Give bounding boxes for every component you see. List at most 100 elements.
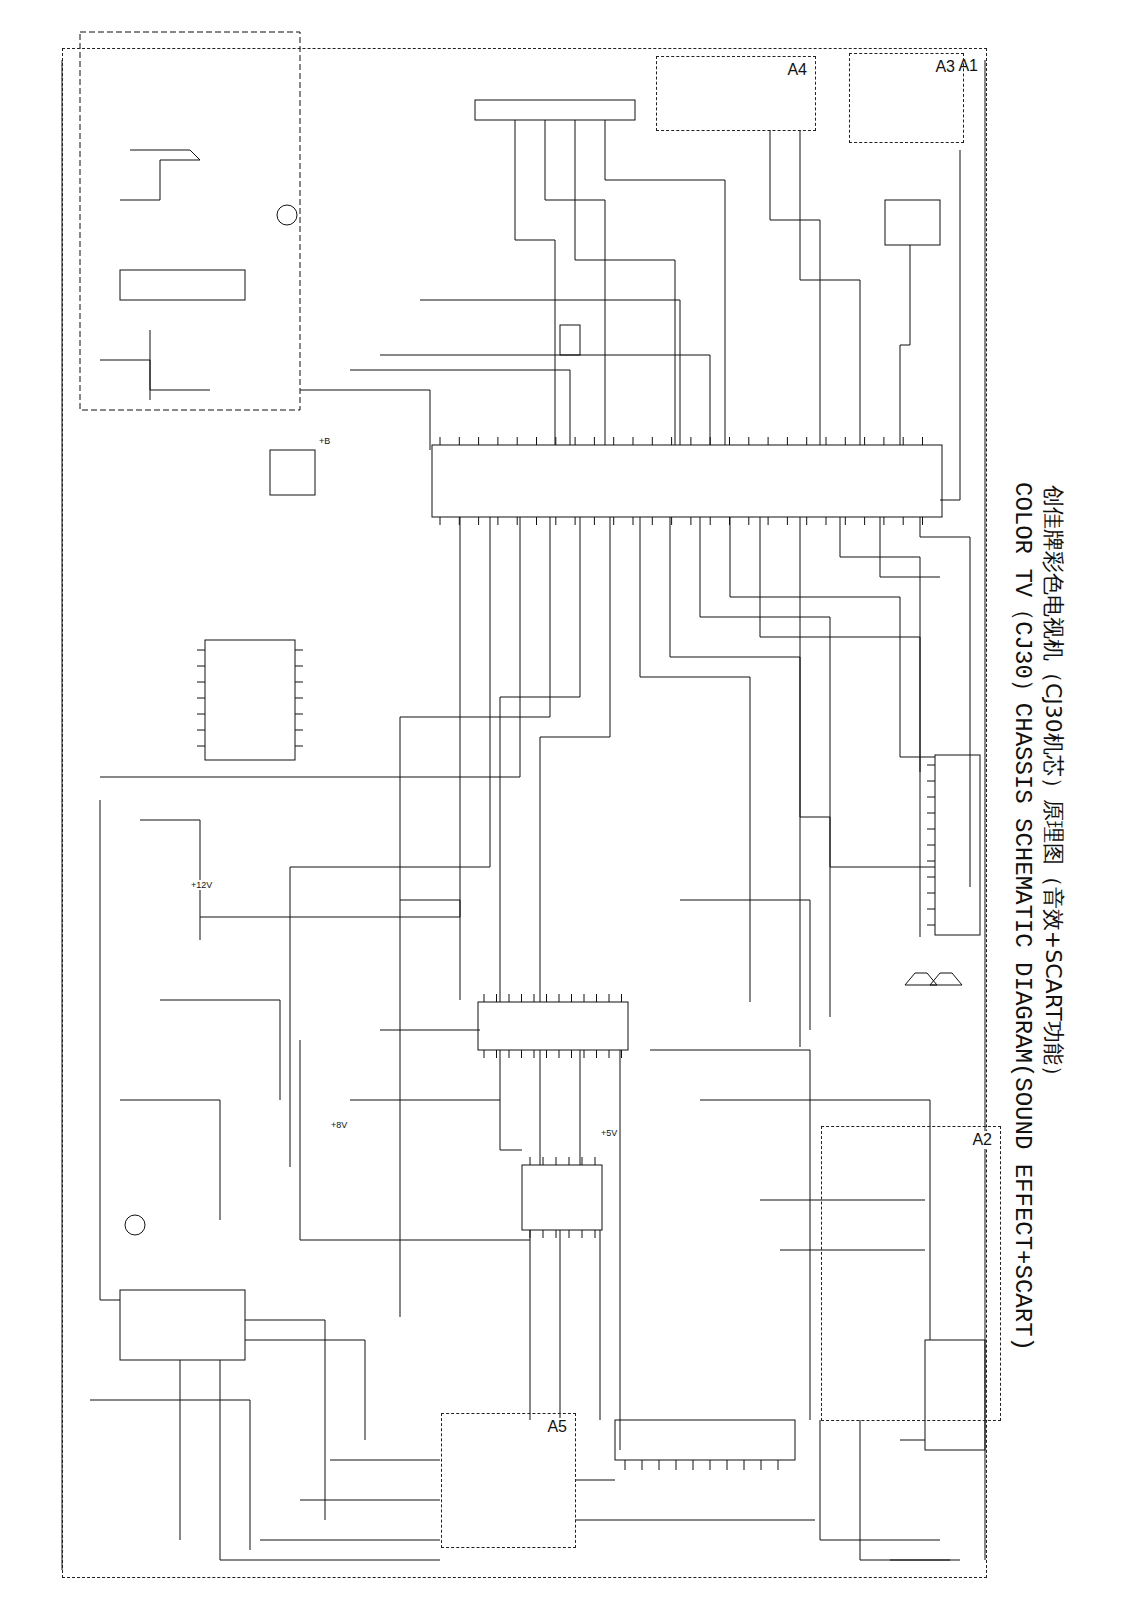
voltage-label: +5V xyxy=(600,1128,618,1138)
ic-pin xyxy=(295,714,303,715)
title: 创佳牌彩色电视机（CJ30机芯）原理图（音效+SCART功能） xyxy=(1041,485,1066,1087)
ic-pin xyxy=(517,437,518,445)
ic-pin xyxy=(778,1460,779,1470)
ic-pin xyxy=(594,437,595,445)
ic-pin xyxy=(556,1230,557,1238)
ic-pin xyxy=(484,1050,485,1058)
ic-pin xyxy=(768,517,769,525)
ic-pin xyxy=(625,1460,626,1470)
ic-pin xyxy=(710,437,711,445)
regulator xyxy=(270,450,315,495)
region-label: A3 xyxy=(933,58,957,76)
ic-pin xyxy=(555,517,556,525)
ic-pin xyxy=(761,1460,762,1470)
ic-pin xyxy=(652,517,653,525)
ic-pin xyxy=(633,517,634,525)
ic-pin xyxy=(543,1157,544,1165)
ic-pin xyxy=(517,517,518,525)
ic-pin xyxy=(676,1460,677,1470)
ic-pin xyxy=(927,781,935,782)
ic-pin xyxy=(710,1460,711,1470)
ic-pin xyxy=(569,1157,570,1165)
ic-pin xyxy=(727,1460,728,1470)
ic-pin xyxy=(659,1460,660,1470)
ic-pin xyxy=(197,730,205,731)
ic-pin xyxy=(729,437,730,445)
ic-pin xyxy=(530,1157,531,1165)
ic-pin xyxy=(594,517,595,525)
ic-pin xyxy=(621,1050,622,1058)
ic-pin xyxy=(459,437,460,445)
ic-pin xyxy=(571,994,572,1002)
ic-pin xyxy=(197,666,205,667)
ic-pin xyxy=(197,746,205,747)
ic-pin xyxy=(883,437,884,445)
ic-pin xyxy=(197,650,205,651)
ic-pin xyxy=(927,909,935,910)
ic-pin xyxy=(787,517,788,525)
saw-filter xyxy=(560,325,580,355)
ic-pin xyxy=(927,893,935,894)
dashed-region: A2 xyxy=(821,1126,1001,1421)
ic-pin xyxy=(609,1050,610,1058)
ir-block xyxy=(885,200,940,245)
ic-pin xyxy=(744,1460,745,1470)
caption: COLOR TV（CJ30）CHASSIS SCHEMATIC DIAGRAM(… xyxy=(1008,482,1036,1351)
ic-pin xyxy=(546,1050,547,1058)
ic-pin xyxy=(509,994,510,1002)
ic-pin xyxy=(633,437,634,445)
ic-pin xyxy=(710,517,711,525)
ic-pin xyxy=(295,650,303,651)
ic-pin xyxy=(927,845,935,846)
ic-pin xyxy=(927,813,935,814)
ic-pin xyxy=(806,517,807,525)
sound-ic xyxy=(522,1165,602,1230)
ic-pin xyxy=(575,437,576,445)
ic-pin xyxy=(556,1157,557,1165)
ic-pin xyxy=(496,1050,497,1058)
ic-pin xyxy=(571,1050,572,1058)
ic-pin xyxy=(690,437,691,445)
crt-socket xyxy=(925,1340,985,1450)
vertical-ic xyxy=(205,640,295,760)
ic-pin xyxy=(613,437,614,445)
flyback-transformer xyxy=(120,1290,245,1360)
main-ic xyxy=(432,445,942,517)
ic-pin xyxy=(534,994,535,1002)
ic-pin xyxy=(440,437,441,445)
ic-pin xyxy=(543,1230,544,1238)
ic-pin xyxy=(927,925,935,926)
ic-pin xyxy=(927,765,935,766)
ic-pin xyxy=(642,1460,643,1470)
ic-pin xyxy=(845,517,846,525)
ic-pin xyxy=(582,1157,583,1165)
ic-pin xyxy=(613,517,614,525)
tuner xyxy=(475,100,635,120)
ic-pin xyxy=(497,437,498,445)
ic-pin xyxy=(559,994,560,1002)
ic-pin xyxy=(845,437,846,445)
ic-pin xyxy=(584,994,585,1002)
dashed-region: A4 xyxy=(656,56,816,131)
ic-pin xyxy=(197,714,205,715)
ic-pin xyxy=(922,517,923,525)
ic-pin xyxy=(609,994,610,1002)
ic-pin xyxy=(787,437,788,445)
ic-pin xyxy=(671,437,672,445)
ic-pin xyxy=(575,517,576,525)
ic-pin xyxy=(621,994,622,1002)
ic-pin xyxy=(496,994,497,1002)
ic-pin xyxy=(806,437,807,445)
region-label: A1 xyxy=(956,57,980,75)
ic-pin xyxy=(927,797,935,798)
ic-pin xyxy=(440,517,441,525)
ic-pin xyxy=(595,1230,596,1238)
voltage-label: +12V xyxy=(190,880,213,890)
ic-pin xyxy=(768,437,769,445)
ic-pin xyxy=(729,517,730,525)
ic-pin xyxy=(295,746,303,747)
ic-pin xyxy=(536,437,537,445)
ic-pin xyxy=(826,437,827,445)
ic-pin xyxy=(530,1230,531,1238)
ic-pin xyxy=(922,437,923,445)
